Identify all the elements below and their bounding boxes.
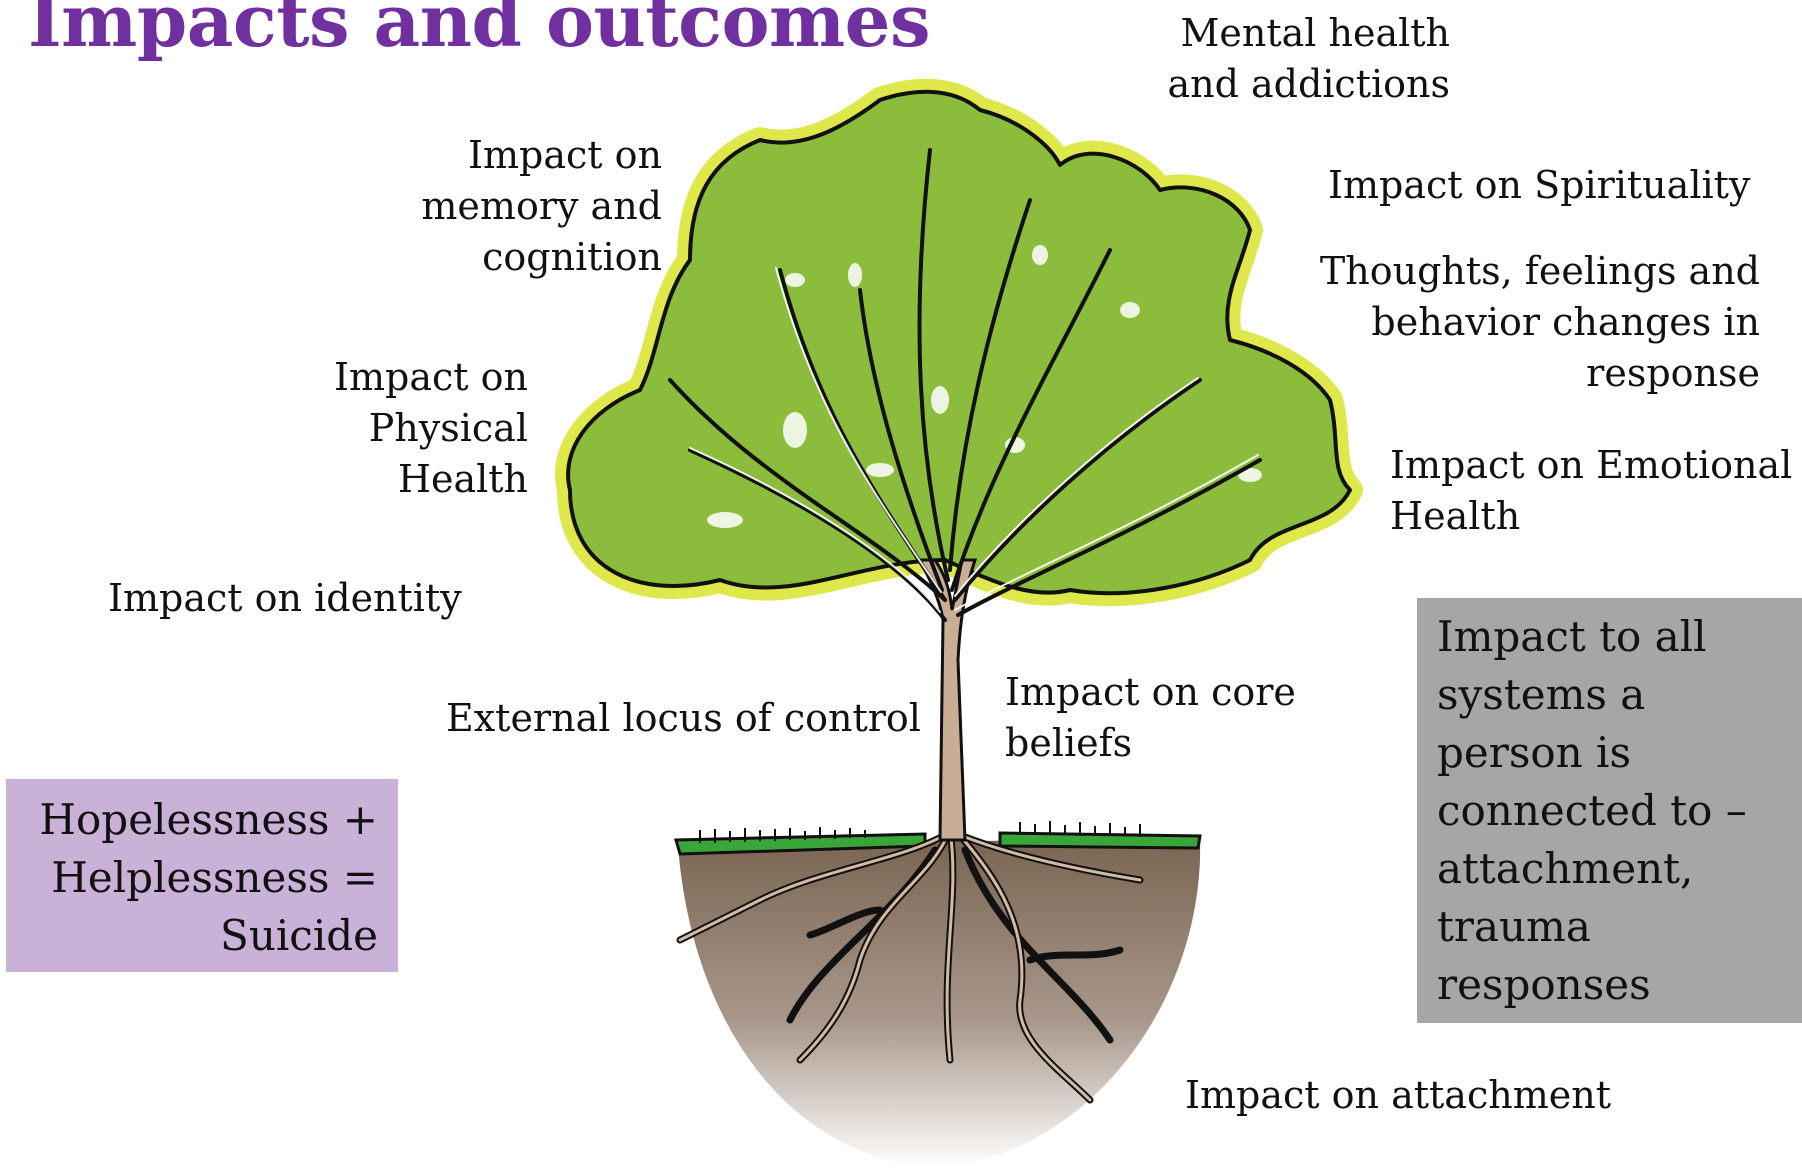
label-thoughts-feelings: Thoughts, feelings and behavior changes …: [1280, 246, 1760, 399]
systems-box: Impact to all systems a person is connec…: [1417, 598, 1802, 1023]
label-spirituality: Impact on Spirituality: [1328, 160, 1750, 211]
label-identity: Impact on identity: [108, 573, 462, 624]
foliage: [568, 92, 1350, 593]
soil: [678, 838, 1200, 1168]
label-mental-health: Mental health and addictions: [1150, 8, 1450, 110]
label-core-beliefs: Impact on core beliefs: [1005, 667, 1296, 769]
label-memory-cognition: Impact on memory and cognition: [380, 130, 662, 283]
label-attachment: Impact on attachment: [1185, 1070, 1611, 1121]
hopelessness-box: Hopelessness + Helplessness = Suicide: [6, 779, 398, 972]
label-emotional-health: Impact on Emotional Health: [1390, 440, 1792, 542]
label-physical-health: Impact on Physical Health: [300, 352, 528, 505]
label-external-locus: External locus of control: [446, 693, 921, 744]
